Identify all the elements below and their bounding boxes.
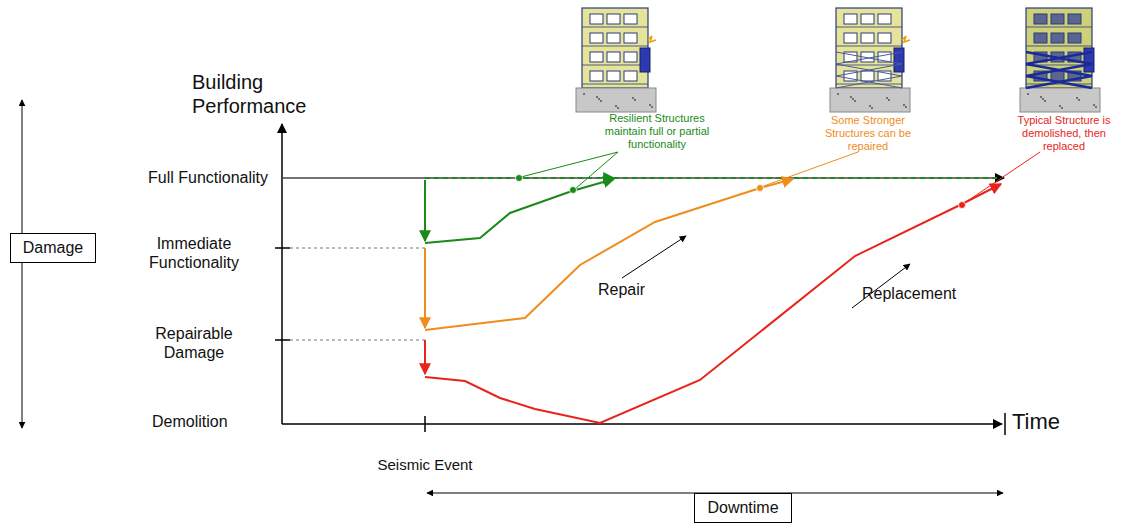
performance-curve <box>425 179 793 330</box>
curve-dot <box>959 202 966 209</box>
phase-label: Repair <box>598 280 645 299</box>
level-label: Demolition <box>152 412 228 431</box>
building-icon <box>576 8 656 112</box>
performance-curve <box>761 152 858 187</box>
level-label: Full Functionality <box>148 168 268 187</box>
axes <box>22 100 1005 493</box>
callout-text: Resilient Structures maintain full or pa… <box>598 112 716 152</box>
performance-curve <box>425 184 1001 423</box>
axis-title: Building Performance <box>192 70 322 118</box>
building-icon <box>830 8 910 112</box>
performance-curve <box>614 177 1000 179</box>
performance-curve <box>424 248 426 328</box>
phase-label: Replacement <box>862 284 956 303</box>
box-label: Damage <box>23 239 83 256</box>
curve-dot <box>570 187 577 194</box>
curve-dot <box>757 185 764 192</box>
callout-text: Some Stronger Structures can be repaired <box>812 114 924 154</box>
callout-text: Typical Structure is demolished, then re… <box>1010 114 1118 154</box>
axis-box: Downtime <box>694 493 791 523</box>
box-label: Downtime <box>707 499 778 516</box>
axis-box: Damage <box>10 233 96 263</box>
event-label: Seismic Event <box>370 456 480 474</box>
performance-curve <box>424 180 426 241</box>
building-icon <box>1020 8 1100 112</box>
axis-label: Time <box>1012 409 1060 435</box>
level-label: Repairable Damage <box>138 324 250 362</box>
performance-curve <box>575 152 618 189</box>
performance-curve <box>424 340 426 374</box>
curve-dot <box>516 175 523 182</box>
performance-curve <box>425 179 614 243</box>
performance-curve <box>963 152 1040 204</box>
level-label: Immediate Functionality <box>138 234 250 272</box>
